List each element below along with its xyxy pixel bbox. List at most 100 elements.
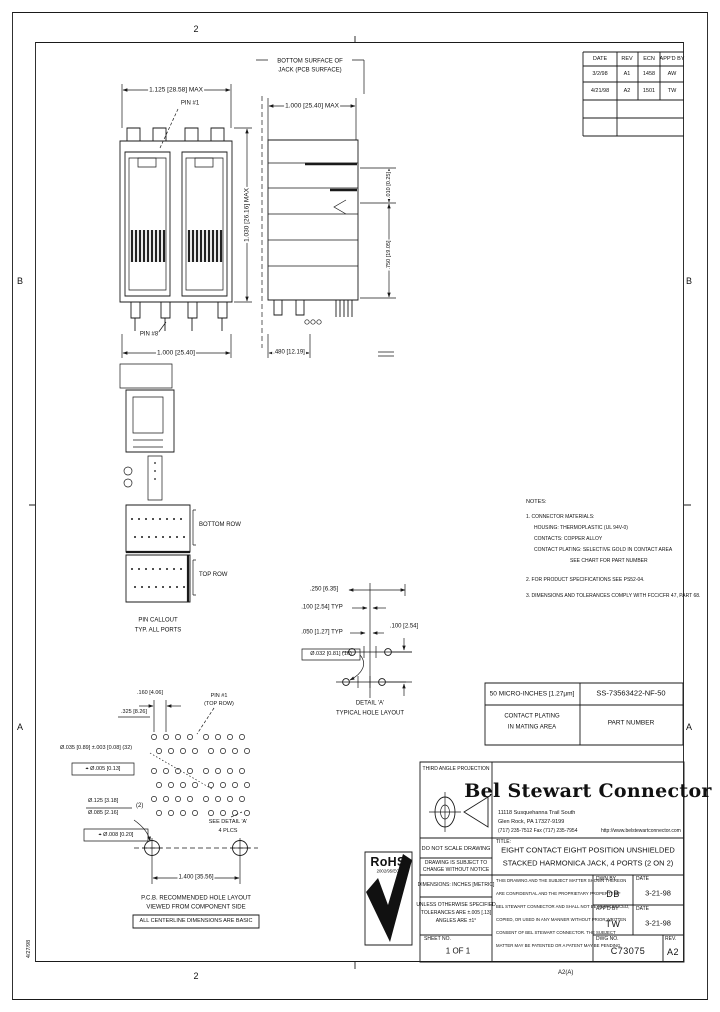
pcb-surface-note-line1: BOTTOM SURFACE OF	[277, 58, 343, 65]
pcb-caption-1: P.C.B. RECOMMENDED HOLE LAYOUT	[141, 895, 251, 902]
do-not-scale-note: DO NOT SCALE DRAWING	[421, 845, 491, 852]
pcb-dim-160: .160 [4.06]	[136, 689, 164, 697]
units-note: DIMENSIONS: INCHES [METRIC]	[417, 882, 495, 889]
rev-row-date: 3/2/98	[592, 70, 608, 77]
pcb-layout-linework	[72, 700, 259, 928]
note-1a: HOUSING: THERMOPLASTIC (UL 94V-0)	[534, 525, 628, 531]
company-url: http://www.belstewartconnector.com	[601, 828, 681, 834]
plating-value: 50 MICRO-INCHES [1.27µm]	[489, 690, 575, 698]
plating-label-1: CONTACT PLATING	[504, 713, 560, 720]
bottom-row-label: BOTTOM ROW	[199, 522, 241, 528]
see-detail-a-note-1: SEE DETAIL 'A'	[208, 818, 248, 825]
drawn-date-value: 3-21-98	[645, 888, 671, 898]
margin-date-stamp: 4/27/98	[25, 939, 32, 959]
disclaimer-line-5: CONSENT OF BEL STEWART CONNECTOR. THE SU…	[496, 930, 616, 935]
drawn-by-label: DWN BY	[596, 876, 616, 882]
company-address-1: 11118 Susquehanna Trail South	[498, 810, 576, 816]
sheet-label: SHEET NO.	[424, 936, 451, 942]
pcb-position-tolerance-2: ⌖ Ø.008 [0.20]	[98, 831, 134, 838]
tolerance-note-2: TOLERANCES ARE ±.005 [.13]	[420, 910, 492, 917]
zone-letter-b-left: B	[16, 275, 24, 286]
pin-callout-linework	[124, 390, 196, 602]
rohs-wordmark: RoHS	[370, 854, 406, 869]
title-label: TITLE:	[496, 839, 512, 845]
projection-label: THIRD ANGLE PROJECTION	[422, 766, 490, 773]
pcb-pin1-note: PIN #1	[210, 692, 228, 699]
dwg-number-value: C73075	[610, 945, 646, 956]
pin-callout-caption-2: TYP. ALL PORTS	[134, 627, 182, 634]
pcb-position-tolerance-32: ⌖ Ø.005 [0.13]	[85, 765, 121, 772]
note-1c: CONTACT PLATING: SELECTIVE GOLD IN CONTA…	[534, 547, 673, 553]
pcb-hole-spec-32: Ø.035 [0.89] ±.003 [0.08] (32)	[60, 745, 133, 751]
note-1: 1. CONNECTOR MATERIALS:	[526, 514, 595, 520]
pcb-dim-325: .325 [8.26]	[120, 708, 148, 716]
disclaimer-line-4: COPIED, OR USED IN ANY MANNER WITHOUT PR…	[496, 917, 627, 922]
zone-letter-b-right: B	[685, 275, 693, 286]
rev-label: REV.	[665, 936, 677, 942]
change-notice-2: CHANGE WITHOUT NOTICE	[422, 867, 490, 874]
plating-label-2: IN MATING AREA	[507, 724, 557, 731]
detail-a-caption-2: TYPICAL HOLE LAYOUT	[335, 710, 405, 717]
approved-by-label: APP'D BY	[596, 906, 619, 912]
part-chart-linework	[485, 683, 683, 745]
rohs-logo	[365, 852, 412, 945]
pcb-hole-qty-2: (2)	[136, 803, 144, 809]
corner-revision-note: A2(A)	[558, 970, 574, 976]
pin-callout-caption-1: PIN CALLOUT	[138, 617, 178, 624]
dwg-number-label: DWG NO.	[596, 936, 619, 942]
approved-date-label: DATE	[636, 906, 649, 912]
zone-number-top: 2	[193, 23, 199, 34]
sheet-border	[13, 13, 708, 1000]
tolerance-note-3: ANGLES ARE ±1°	[435, 918, 477, 925]
rev-row-rev: A2	[623, 87, 631, 94]
rev-col-date: DATE	[592, 55, 608, 62]
detail-dim-250: .250 [6.35]	[308, 586, 340, 594]
change-notice-1: DRAWING IS SUBJECT TO	[424, 860, 488, 867]
rev-value: A2	[666, 946, 680, 957]
detail-dim-100-typ: .100 [2.54] TYP	[300, 604, 344, 612]
detail-dim-100: .100 [2.54]	[388, 623, 420, 631]
top-row-label: TOP ROW	[199, 572, 228, 578]
detail-hole-spec: Ø.032 [0.81] (16)	[310, 650, 352, 657]
pcb-hole-spec-2b: Ø.085 [2.16]	[88, 810, 119, 816]
rohs-checkmark-icon	[366, 854, 412, 942]
pcb-surface-note-line2: JACK (PCB SURFACE)	[278, 67, 342, 74]
zone-letter-a-right: A	[685, 721, 693, 732]
rev-row-appd: TW	[667, 87, 677, 94]
title-block-linework	[420, 762, 684, 962]
front-height-dimension: 1.030 [26.16] MAX	[243, 187, 251, 243]
detail-a-caption-1: DETAIL 'A'	[355, 700, 385, 707]
front-view-linework	[120, 84, 252, 388]
pcb-caption-basic: ALL CENTERLINE DIMENSIONS ARE BASIC	[139, 917, 253, 924]
disclaimer-line-1: THIS DRAWING AND THE SUBJECT MATTER SHOW…	[496, 878, 627, 883]
note-1d: SEE CHART FOR PART NUMBER	[570, 558, 648, 564]
side-depth-dimension: 1.000 [25.40] MAX	[284, 102, 340, 110]
drawing-title-line1: EIGHT CONTACT EIGHT POSITION UNSHIELDED	[501, 845, 675, 855]
company-phone: (717) 235-7512 Fax (717) 235-7954	[498, 828, 578, 834]
rohs-directive: 2002/95/EC	[376, 868, 400, 874]
rev-row-ecn: 1501	[642, 87, 656, 94]
disclaimer-line-2: ARE CONFIDENTIAL AND THE PROPRIETARY PRO…	[496, 891, 621, 896]
approved-by-value: TW	[605, 918, 621, 929]
side-right-dimension-2: .750 [19.05]	[385, 239, 393, 271]
detail-a-linework	[302, 583, 412, 698]
part-number-label: PART NUMBER	[607, 719, 655, 727]
rev-col-ecn: ECN	[643, 55, 655, 62]
rev-row-date: 4/21/98	[590, 87, 610, 94]
pcb-pin1-note-row: (TOP ROW)	[204, 700, 234, 707]
front-width-dimension: 1.125 [28.58] MAX	[148, 86, 204, 94]
side-right-dimension-1: .010 [0.25]	[385, 171, 393, 199]
note-2: 2. FOR PRODUCT SPECIFICATIONS SEE PS52-0…	[526, 577, 645, 583]
pcb-bottom-dimension: 1.400 [35.56]	[177, 874, 215, 882]
tolerance-note-1: UNLESS OTHERWISE SPECIFIED	[416, 902, 496, 909]
side-bottom-dimension: .480 [12.19]	[272, 349, 306, 357]
see-detail-a-note-2: 4 PLCS	[218, 827, 238, 834]
zone-number-bottom: 2	[193, 970, 199, 981]
pcb-hole-spec-2a: Ø.125 [3.18]	[88, 798, 119, 804]
drawn-date-label: DATE	[636, 876, 649, 882]
zone-letter-a-left: A	[16, 721, 24, 732]
pcb-hole-grid	[151, 734, 249, 815]
pin8-callout: PIN #8	[138, 331, 160, 339]
third-angle-projection-symbol	[429, 792, 488, 832]
rev-col-rev: REV	[621, 55, 633, 62]
